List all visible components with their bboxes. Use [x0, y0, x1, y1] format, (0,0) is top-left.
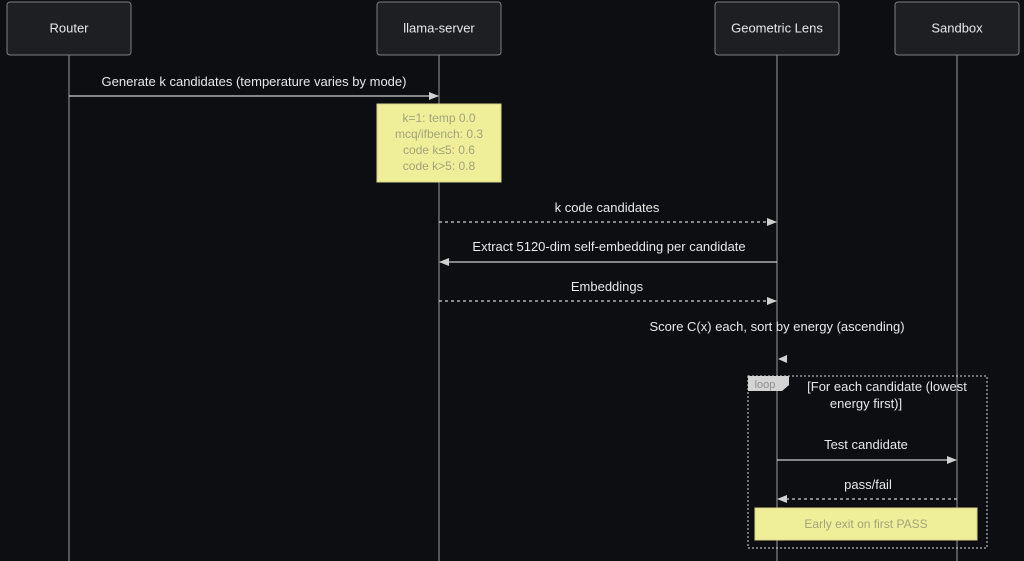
loop-label-line-2: energy first)] [830, 396, 902, 411]
message-pass-fail-label: pass/fail [844, 477, 892, 492]
note-early-exit: Early exit on first PASS [754, 507, 978, 541]
participant-router-label: Router [49, 20, 89, 35]
participant-geometric-lens[interactable]: Geometric Lens [714, 1, 840, 56]
loop-tag-label: loop [755, 379, 776, 391]
message-generate-candidates-label: Generate k candidates (temperature varie… [102, 74, 407, 89]
note-temperature-line-2: mcq/ifbench: 0.3 [395, 127, 483, 141]
note-temperature-line-4: code k>5: 0.8 [403, 159, 476, 173]
message-test-candidate: Test candidate [777, 437, 957, 464]
loop-tag [748, 376, 789, 391]
message-score-sort-arrow [778, 355, 787, 363]
message-score-sort-label: Score C(x) each, sort by energy (ascendi… [649, 319, 904, 334]
message-extract-embedding: Extract 5120-dim self-embedding per cand… [439, 239, 777, 266]
message-generate-candidates: Generate k candidates (temperature varie… [69, 74, 439, 100]
lifelines [68, 55, 958, 561]
note-early-exit-label: Early exit on first PASS [804, 517, 927, 531]
participant-sandbox-label: Sandbox [931, 20, 983, 35]
message-embeddings: Embeddings [439, 279, 777, 305]
loop-label-line-1: [For each candidate (lowest [807, 379, 967, 394]
note-temperature-line-3: code k≤5: 0.6 [403, 143, 475, 157]
note-temperature-modes: k=1: temp 0.0 mcq/ifbench: 0.3 code k≤5:… [376, 103, 502, 183]
message-pass-fail: pass/fail [777, 477, 957, 503]
participant-sandbox[interactable]: Sandbox [894, 1, 1020, 56]
message-k-code-candidates-label: k code candidates [555, 200, 660, 215]
participant-router[interactable]: Router [6, 1, 132, 56]
message-score-sort: Score C(x) each, sort by energy (ascendi… [649, 319, 905, 363]
loop-frame: loop [For each candidate (lowest energy … [747, 375, 988, 549]
participant-llama-server[interactable]: llama-server [376, 1, 502, 56]
message-embeddings-label: Embeddings [571, 279, 644, 294]
participant-llama-server-label: llama-server [403, 20, 475, 35]
message-extract-embedding-label: Extract 5120-dim self-embedding per cand… [472, 239, 745, 254]
note-temperature-line-1: k=1: temp 0.0 [402, 111, 475, 125]
message-k-code-candidates: k code candidates [439, 200, 777, 226]
participant-geometric-lens-label: Geometric Lens [731, 20, 823, 35]
message-test-candidate-label: Test candidate [824, 437, 908, 452]
